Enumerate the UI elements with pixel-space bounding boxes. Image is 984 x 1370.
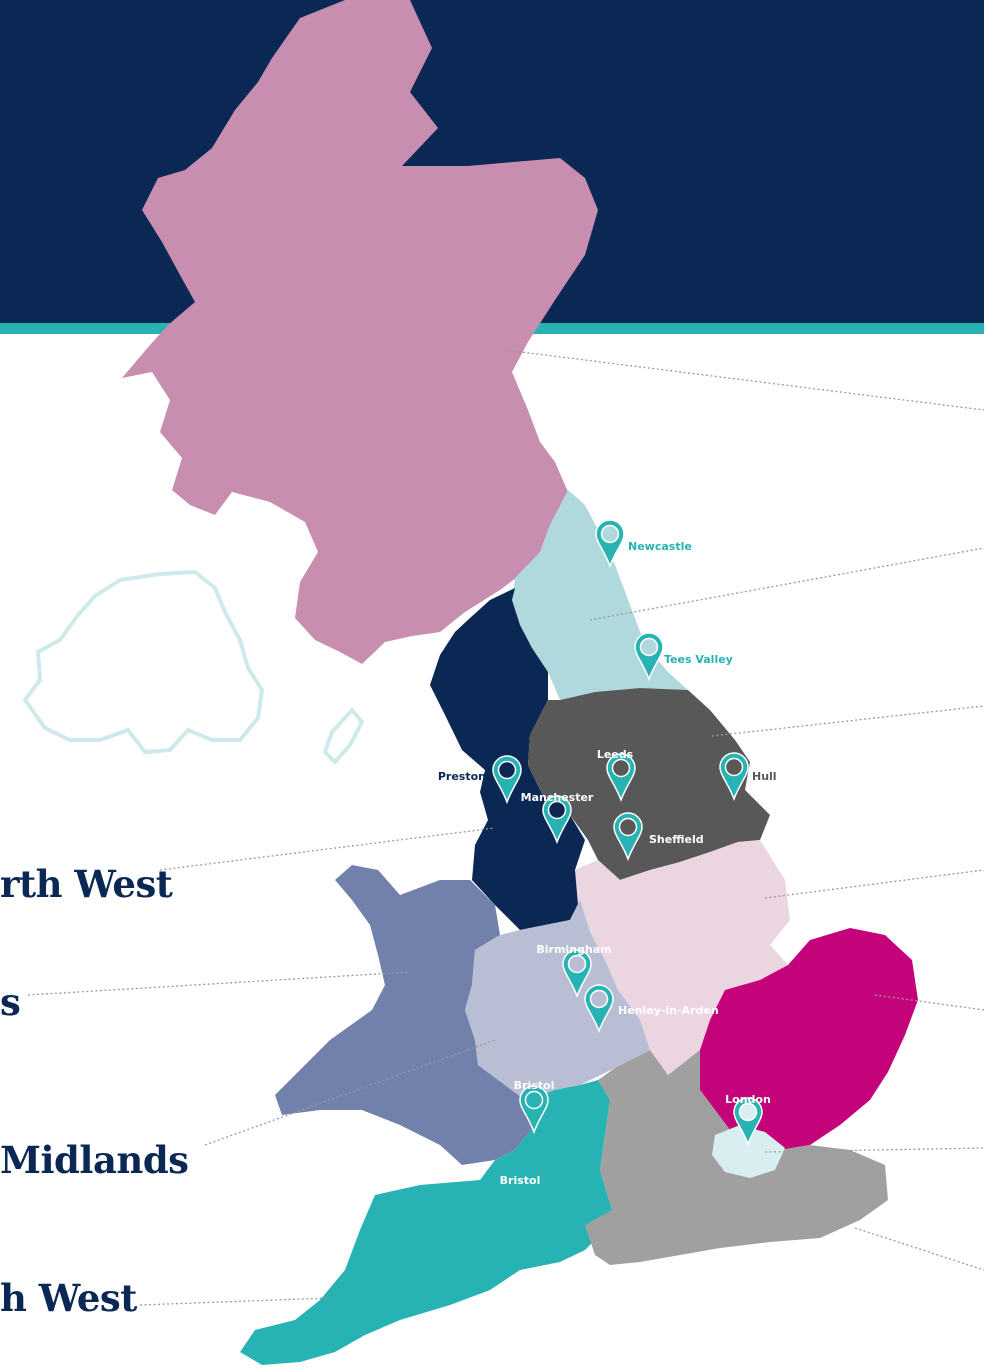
region-yorkshire[interactable] [528,688,770,880]
region-east-midlands[interactable] [575,840,790,1075]
pin-center-icon [639,637,659,657]
pin-sheffield[interactable]: Sheffield [613,812,704,862]
region-london[interactable] [712,1125,785,1178]
pin-manchester[interactable]: Manchester [521,791,594,845]
pin-label-manchester: Manchester [521,791,594,804]
pin-center-icon [589,989,609,1009]
pin-bristol-pin[interactable]: Bristol [514,1079,555,1135]
pin-label-bristol-pin: Bristol [514,1079,555,1092]
pin-center-icon [600,524,620,544]
pin-newcastle[interactable]: Newcastle [595,519,692,569]
pin-center-icon [497,760,517,780]
region-label-south-west: h West [0,1276,137,1320]
pin-center-icon [611,758,631,778]
pin-label-preston: Preston [438,770,486,783]
pin-center-icon [738,1102,758,1122]
region-northern-ireland[interactable] [22,569,265,755]
pin-label-hull: Hull [752,770,777,783]
island-isle-of-man [322,706,365,765]
pin-center-icon [567,954,587,974]
region-label-wales: s [0,980,21,1024]
region-south-west[interactable] [240,1080,612,1365]
pin-hull[interactable]: Hull [719,752,777,802]
pin-label-tees-valley: Tees Valley [664,653,733,666]
pin-label-leeds: Leeds [597,748,634,761]
pin-tees-valley[interactable]: Tees Valley [634,632,733,682]
region-west-midlands[interactable] [465,900,650,1100]
pin-leeds[interactable]: Leeds [597,748,636,803]
pin-center-icon [547,800,567,820]
region-wales[interactable] [275,865,535,1165]
pin-birmingham[interactable]: Birmingham [536,943,612,999]
region-label-west-midlands: Midlands [0,1138,189,1182]
pin-center-icon [618,817,638,837]
pin-label-henley-in-arden: Henley-in-Arden [618,1004,719,1017]
pin-label-sheffield: Sheffield [649,833,704,846]
pin-center-icon [724,757,744,777]
pin-label-newcastle: Newcastle [628,540,692,553]
leader-lines [27,349,984,1306]
area-label-bristol: Bristol [500,1174,541,1187]
region-scotland[interactable] [122,0,598,664]
pin-henley-in-arden[interactable]: Henley-in-Arden [584,984,719,1034]
pin-london[interactable]: London [725,1093,771,1147]
pin-label-london: London [725,1093,771,1106]
pin-label-birmingham: Birmingham [536,943,611,956]
pin-center-icon [524,1090,544,1110]
pin-preston[interactable]: Preston [438,755,522,805]
region-east-of-england[interactable] [700,928,918,1150]
region-label-north-west: rth West [0,862,173,906]
